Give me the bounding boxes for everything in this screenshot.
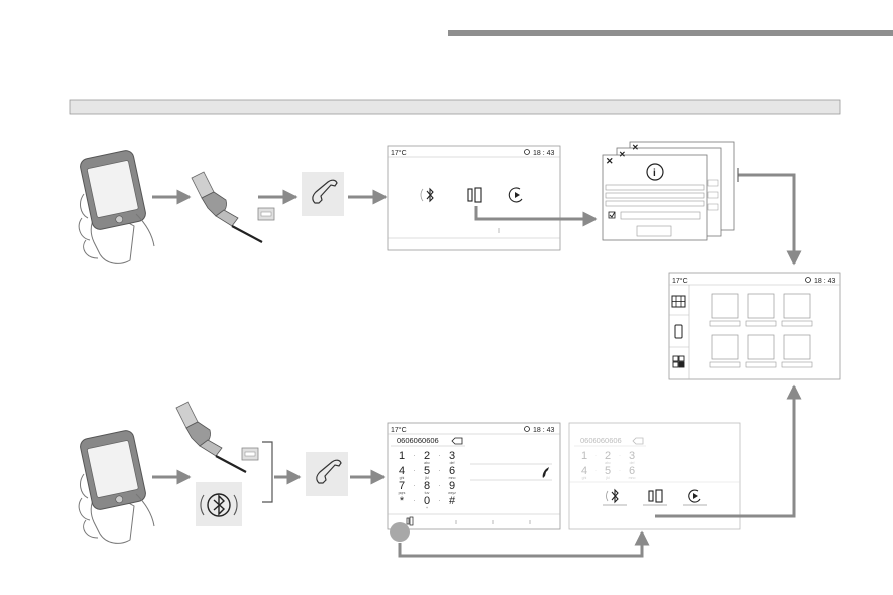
- keypad-digit[interactable]: 0: [424, 495, 430, 507]
- keypad-separator: ·: [619, 468, 621, 474]
- keypad-digit[interactable]: 5: [605, 465, 611, 477]
- keypad-digit[interactable]: 2: [424, 450, 430, 462]
- grid-icon[interactable]: [671, 295, 686, 308]
- apps-icon[interactable]: [672, 355, 685, 368]
- screen-menu: 17°C 18 : 43: [668, 272, 841, 380]
- call-icon[interactable]: [542, 467, 549, 478]
- keypad-letters: +: [426, 506, 428, 510]
- keypad-separator: ·: [439, 498, 441, 504]
- keypad-letters: def: [450, 461, 455, 465]
- bracket: [262, 441, 273, 503]
- mirror-screen-icon[interactable]: [648, 489, 663, 503]
- dialed-number: 0606060606: [397, 436, 439, 445]
- clock-icon: [805, 277, 811, 283]
- time-label: 18 : 43: [814, 278, 836, 285]
- keypad-digit[interactable]: *: [400, 495, 405, 507]
- keypad-separator: ·: [595, 468, 597, 474]
- play-icon[interactable]: [688, 489, 701, 503]
- arrow: [738, 173, 802, 266]
- usb-cable-bottom: [174, 400, 248, 474]
- keypad-letters: jkl: [605, 476, 610, 480]
- info-popups: ✕ ✕ ✕ i: [602, 141, 735, 241]
- smartphone-icon[interactable]: [674, 324, 683, 339]
- dialed-number: 0606060606: [580, 436, 622, 445]
- bluetooth-icon[interactable]: [606, 488, 619, 504]
- clock-icon: [524, 426, 530, 432]
- keypad-digit[interactable]: 6: [449, 465, 455, 477]
- time-label: 18 : 43: [533, 150, 555, 157]
- keypad-separator: ·: [414, 468, 416, 474]
- keypad-separator: ·: [439, 468, 441, 474]
- keypad-separator: ·: [414, 483, 416, 489]
- keypad-digit[interactable]: 4: [581, 465, 587, 477]
- screen-top: 17°C 18 : 43: [387, 145, 561, 251]
- keypad-digit[interactable]: 8: [424, 480, 430, 492]
- section-bar: [69, 99, 841, 115]
- temperature-label: 17°C: [672, 277, 688, 285]
- backspace-icon[interactable]: [451, 437, 463, 445]
- keypad-letters: ghi: [582, 476, 587, 480]
- keypad-separator: ·: [414, 453, 416, 459]
- keypad-digit[interactable]: #: [449, 495, 456, 507]
- svg-text:✕: ✕: [632, 143, 639, 152]
- smartphone-bottom: [78, 428, 155, 544]
- keypad-separator: ·: [595, 453, 597, 459]
- keypad-letters: pqrs: [399, 491, 406, 495]
- keypad-digit[interactable]: 3: [449, 450, 455, 462]
- keypad-digit[interactable]: 5: [424, 465, 430, 477]
- svg-text:i: i: [653, 168, 656, 179]
- keypad-digit[interactable]: 6: [629, 465, 635, 477]
- bluetooth-icon: [200, 493, 238, 517]
- header-bar: [448, 30, 893, 36]
- handset-icon: [316, 459, 342, 484]
- keypad-digit[interactable]: 1: [399, 450, 405, 462]
- arrow: [398, 530, 650, 558]
- keypad-separator: ·: [619, 453, 621, 459]
- keypad-digit[interactable]: 2: [605, 450, 611, 462]
- time-label: 18 : 43: [533, 427, 555, 434]
- app-tiles[interactable]: [709, 293, 813, 368]
- bluetooth-icon[interactable]: [420, 187, 434, 203]
- highlight-marker[interactable]: [390, 522, 410, 542]
- keypad-letters: abc: [424, 461, 430, 465]
- arrow: [655, 384, 802, 518]
- temperature-label: 17°C: [391, 149, 407, 157]
- keypad-digit[interactable]: 4: [399, 465, 405, 477]
- keypad-letters: ghi: [400, 476, 405, 480]
- handset-icon: [312, 179, 338, 204]
- backspace-icon: [632, 437, 644, 445]
- keypad-digit[interactable]: 3: [629, 450, 635, 462]
- keypad-letters: jkl: [424, 476, 429, 480]
- keypad-digit[interactable]: 7: [399, 480, 405, 492]
- popup-ok-button[interactable]: [636, 225, 672, 237]
- svg-text:✕: ✕: [619, 150, 626, 159]
- checkbox-icon[interactable]: [608, 211, 616, 219]
- keypad-letters: def: [630, 461, 635, 465]
- keypad-separator: ·: [414, 498, 416, 504]
- play-icon[interactable]: [508, 187, 523, 203]
- keypad-letters: mno: [629, 476, 636, 480]
- usb-cable-top: [190, 170, 264, 244]
- clock-icon: [524, 149, 530, 155]
- keypad-digit[interactable]: 9: [449, 480, 455, 492]
- mirror-screen-icon[interactable]: [467, 187, 482, 203]
- keypad-letters: tuv: [425, 491, 430, 495]
- keypad-separator: ·: [439, 483, 441, 489]
- keypad-digit[interactable]: 1: [581, 450, 587, 462]
- smartphone-top: [78, 148, 155, 264]
- arrow: [474, 206, 598, 227]
- keypad-letters: mno: [449, 476, 456, 480]
- temperature-label: 17°C: [391, 426, 407, 434]
- mirror-screen-icon[interactable]: [406, 516, 414, 526]
- close-icon[interactable]: ✕: [606, 156, 614, 166]
- info-icon: i: [646, 163, 664, 181]
- keypad-letters: wxyz: [448, 491, 456, 495]
- keypad-letters: abc: [605, 461, 611, 465]
- keypad-separator: ·: [439, 453, 441, 459]
